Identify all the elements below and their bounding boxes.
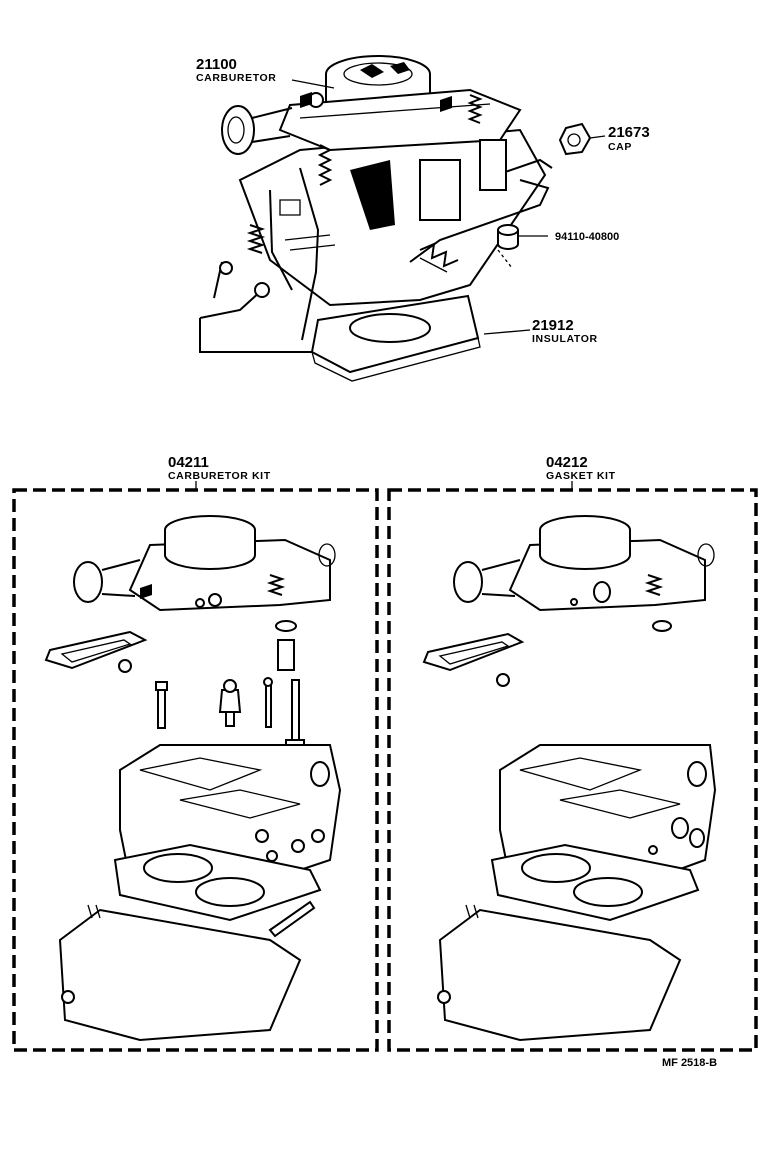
carburetor-assembly-illustration xyxy=(199,55,553,382)
diagram-code: MF 2518-B xyxy=(662,1057,717,1069)
insulator-part-number: 21912 xyxy=(532,317,574,334)
carburetor-kit-box xyxy=(12,488,379,1052)
carburetor-kit-number: 04211 xyxy=(168,454,209,471)
carburetor-part-name: CARBURETOR xyxy=(196,72,276,84)
gasket-kit-box xyxy=(387,488,758,1052)
carburetor-part-number: 21100 xyxy=(196,56,237,73)
cap-part-name: CAP xyxy=(608,141,632,153)
plug-part-number: 94110-40800 xyxy=(555,231,619,243)
cap-part-number: 21673 xyxy=(608,124,650,141)
insulator-part-name: INSULATOR xyxy=(532,333,598,345)
carburetor-kit-name: CARBURETOR KIT xyxy=(168,470,271,482)
gasket-kit-number: 04212 xyxy=(546,454,588,471)
gasket-kit-name: GASKET KIT xyxy=(546,470,616,482)
plug-icon xyxy=(497,224,548,269)
cap-icon xyxy=(558,122,606,156)
